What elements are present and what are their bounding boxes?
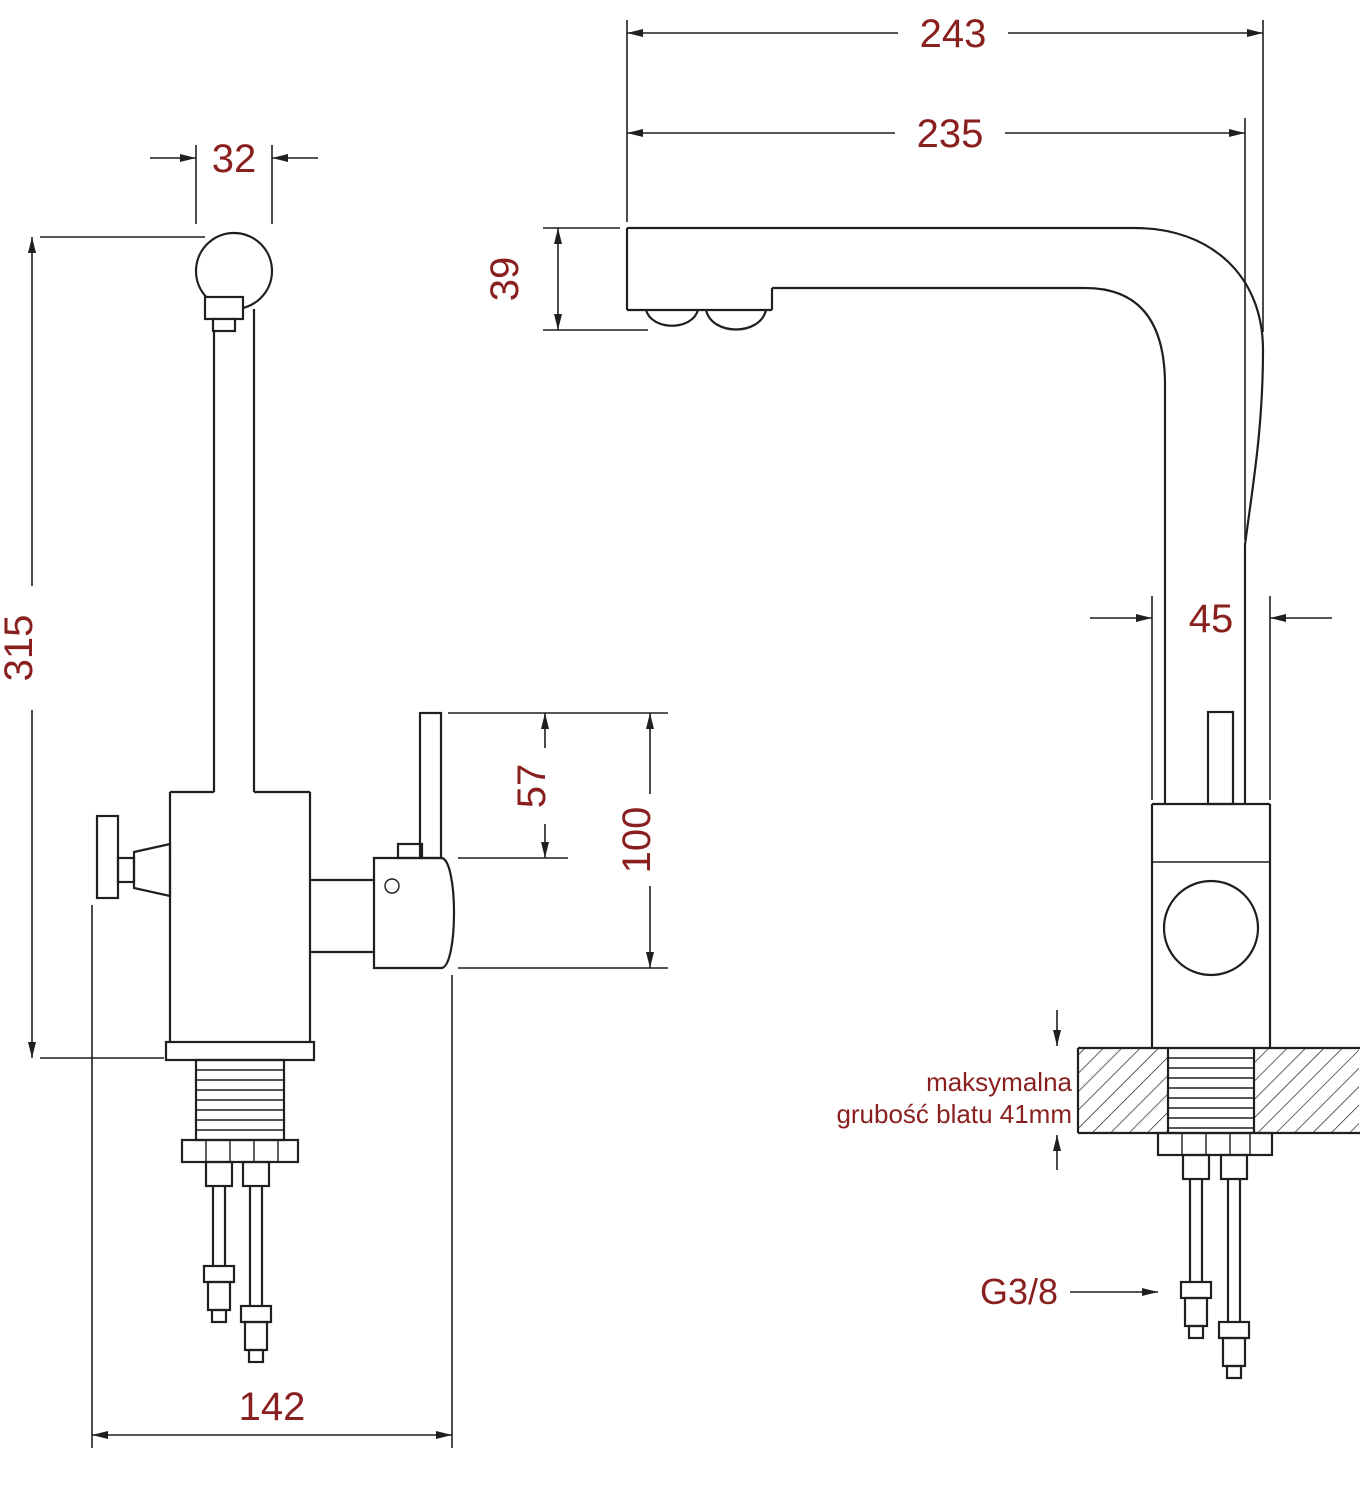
aerator-bump-2 xyxy=(704,309,768,331)
handle-lever-stick xyxy=(418,711,443,860)
aerator-bump-1 xyxy=(644,309,700,327)
dimension-spout-height: 39 xyxy=(483,227,648,331)
dim-32-label: 32 xyxy=(212,137,257,181)
dimension-lever-height: 57 xyxy=(458,713,568,859)
dimension-overall-depth: 243 xyxy=(626,10,1264,332)
supply-hoses-front xyxy=(202,1160,273,1364)
dimension-body-depth: 45 xyxy=(1090,596,1332,800)
handle-knob-circle xyxy=(1162,879,1260,977)
dim-243-label: 243 xyxy=(920,12,987,56)
dimension-base-span: 142 xyxy=(91,905,453,1448)
handle-lever-side xyxy=(1206,710,1235,806)
counter-note-line1: maksymalna xyxy=(926,1067,1072,1097)
side-view: maksymalna grubość blatu 41mm xyxy=(483,10,1360,1380)
dim-315-label: 315 xyxy=(0,615,41,682)
dimension-head-width: 32 xyxy=(150,137,318,224)
thread-label: G3/8 xyxy=(980,1271,1058,1312)
dimension-spout-reach: 235 xyxy=(627,110,1246,540)
counter-note-line2: grubość blatu 41mm xyxy=(836,1099,1072,1129)
filter-lever xyxy=(95,814,172,900)
dimension-handle-assembly-height: 100 xyxy=(458,713,672,969)
front-view: 32 315 57 100 xyxy=(0,137,672,1448)
thread-callout: G3/8 xyxy=(980,1271,1158,1312)
countertop-section: maksymalna grubość blatu 41mm xyxy=(836,1010,1360,1170)
mixer-handle xyxy=(310,711,456,970)
mounting-hoses-side xyxy=(1156,1131,1274,1380)
dim-57-label: 57 xyxy=(510,764,554,809)
dim-45-label: 45 xyxy=(1189,597,1234,641)
dimension-total-height: 315 xyxy=(0,236,205,1059)
dim-235-label: 235 xyxy=(917,112,984,156)
dim-142-label: 142 xyxy=(239,1385,306,1429)
mounting-stem xyxy=(164,1040,316,1164)
dim-100-label: 100 xyxy=(615,807,659,874)
spout-side xyxy=(625,226,1265,804)
body-side xyxy=(1150,710,1272,1048)
dim-39-label: 39 xyxy=(483,257,527,302)
aerator-tip xyxy=(203,295,245,333)
